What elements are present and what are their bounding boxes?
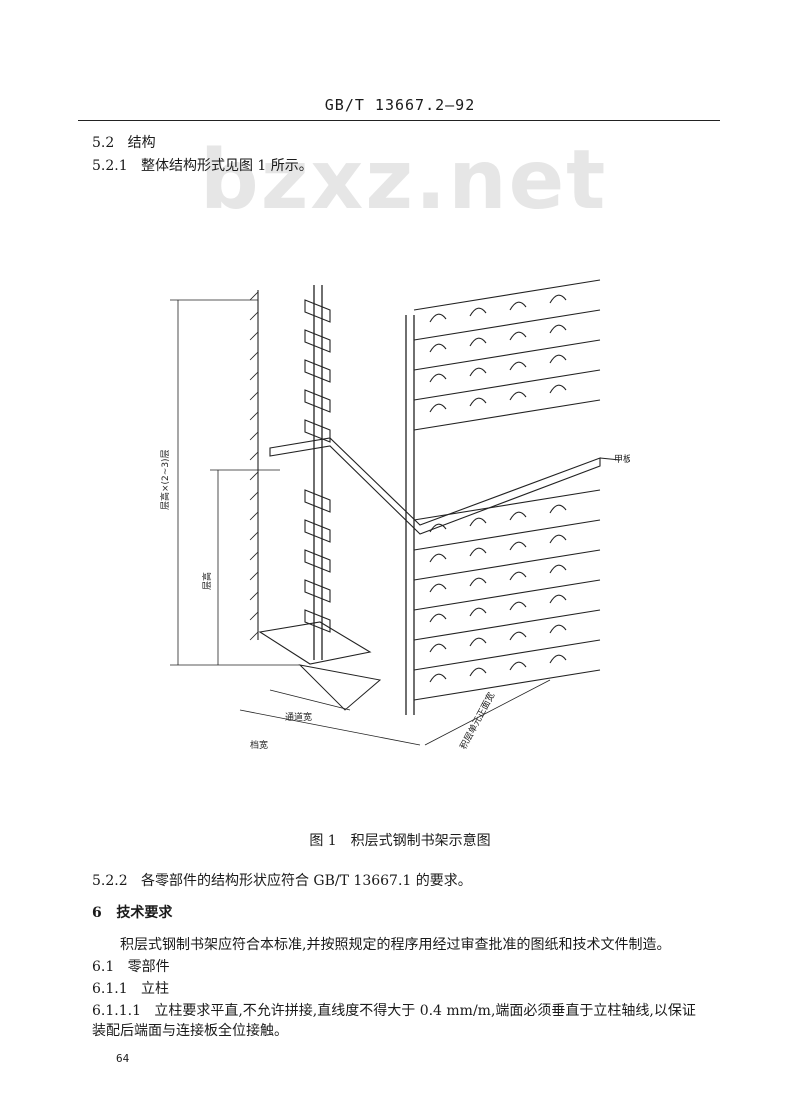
para-5-2-2-text: 各零部件的结构形状应符合 GB/T 13667.1 的要求。 <box>140 873 472 889</box>
dimension-lines <box>170 299 551 746</box>
para-5-2-2-number: 5.2.2 <box>92 873 128 889</box>
para-6-1-1-1-text-line2: 装配后端面与连接板全位接触。 <box>92 1023 288 1039</box>
para-6-1-1-1: 6.1.1.1 立柱要求平直,不允许拼接,直线度不得大于 0.4 mm/m,端面… <box>92 1002 696 1020</box>
page-number: 64 <box>116 1052 130 1065</box>
concrete-base <box>298 664 382 711</box>
bookshelf-diagram: 层高×(2~3)层 层高 甲板 通道宽 档宽 积层单元正面宽 <box>159 279 630 751</box>
label-unit-width: 积层单元正面宽 <box>457 690 497 751</box>
deck-leader <box>599 457 621 461</box>
right-shelf-stack <box>413 279 601 701</box>
heading-5-2-title: 结构 <box>127 135 156 151</box>
para-6-1-1-1-text-line1: 立柱要求平直,不允许拼接,直线度不得大于 0.4 mm/m,端面必须垂直于立柱轴… <box>154 1003 696 1019</box>
para-5-2-1-number: 5.2.1 <box>92 158 128 174</box>
label-deck: 甲板 <box>614 453 630 465</box>
heading-6-1-title: 零部件 <box>127 959 170 975</box>
para-5-2-2: 5.2.2 各零部件的结构形状应符合 GB/T 13667.1 的要求。 <box>92 872 472 890</box>
wall-hatch <box>249 291 259 641</box>
posts <box>313 285 415 715</box>
para-5-2-1: 5.2.1 整体结构形式见图 1 所示。 <box>92 157 313 175</box>
ground-plate <box>258 621 372 665</box>
page-header-code: GB/T 13667.2—92 <box>324 96 476 114</box>
left-shelf-stack <box>304 299 331 633</box>
para-6-intro: 积层式钢制书架应符合本标准,并按照规定的程序用经过审查批准的图纸和技术文件制造。 <box>120 937 671 953</box>
heading-6-1-1: 6.1.1 立柱 <box>92 980 169 998</box>
label-aisle-width: 通道宽 <box>285 711 312 723</box>
watermark: bzxz.net <box>200 133 608 228</box>
heading-5-2: 5.2 结构 <box>92 134 156 152</box>
label-layer-height: 层高 <box>201 572 213 590</box>
heading-6-number: 6 <box>92 905 102 921</box>
header-rule <box>78 120 720 121</box>
deck-plate <box>269 437 601 535</box>
heading-6-title: 技术要求 <box>116 905 173 921</box>
label-total-height: 层高×(2~3)层 <box>159 449 171 510</box>
heading-6-1-1-title: 立柱 <box>140 981 169 997</box>
heading-6-1-number: 6.1 <box>92 959 115 975</box>
heading-6-1-1-number: 6.1.1 <box>92 981 128 997</box>
para-5-2-1-text: 整体结构形式见图 1 所示。 <box>140 158 313 174</box>
figure-caption: 图 1 积层式钢制书架示意图 <box>309 833 491 849</box>
heading-6: 6 技术要求 <box>92 904 172 922</box>
label-bay-width: 档宽 <box>250 739 268 751</box>
para-6-1-1-1-number: 6.1.1.1 <box>92 1003 141 1019</box>
heading-6-1: 6.1 零部件 <box>92 958 170 976</box>
heading-5-2-number: 5.2 <box>92 135 115 151</box>
